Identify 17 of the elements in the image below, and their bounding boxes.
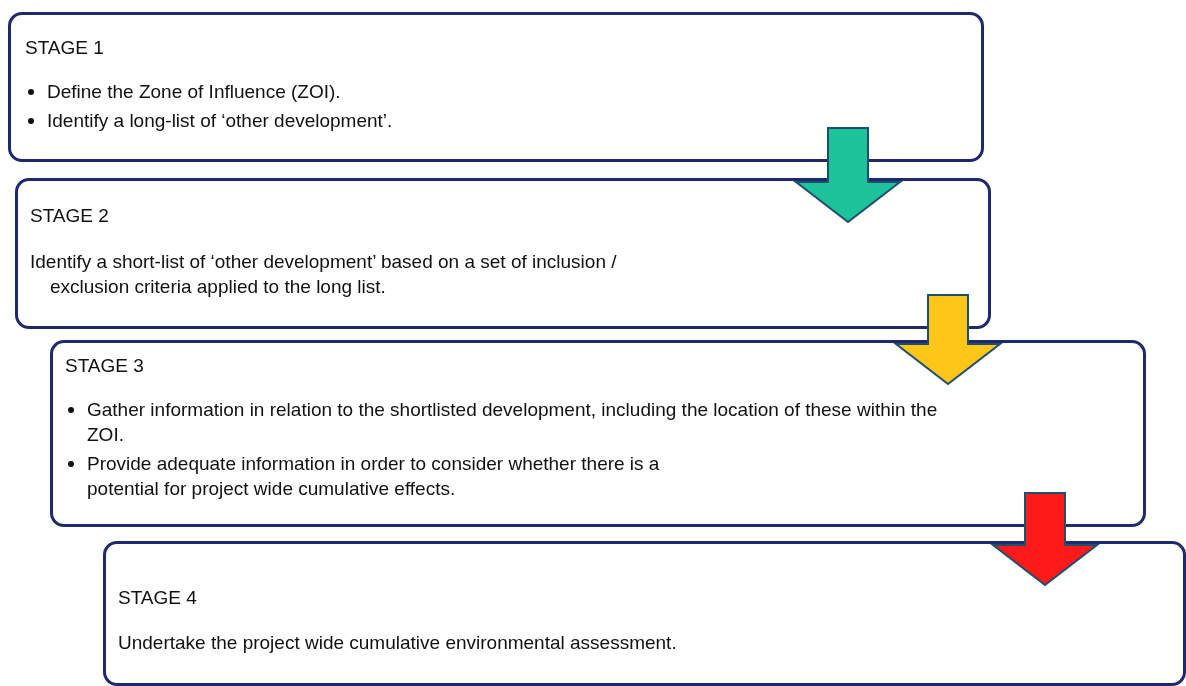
bullet-text: Define the Zone of Influence (ZOI). [47, 81, 341, 102]
stage-heading: STAGE 3 [65, 355, 144, 377]
stage-description: Identify a short-list of ‘other development’ based on a set of inclusion / exclusion criteria applied to the long list. [30, 250, 618, 299]
stage-heading: STAGE 4 [118, 587, 197, 609]
stage-box [8, 12, 984, 162]
bullet-text: Provide adequate information in order to consider whether there is a potential for project wide cumulative effects. [87, 453, 660, 499]
stage-description: Undertake the project wide cumulative environmental assessment. [118, 631, 678, 655]
bullet-text: Identify a long-list of ‘other development’. [47, 110, 393, 131]
block-arrow [793, 127, 903, 224]
bullet-text: Gather information in relation to the shortlisted development, including the location of these within the ZOI. [87, 399, 938, 445]
stage-box [15, 178, 991, 329]
block-arrow [990, 492, 1100, 587]
stage-box [103, 541, 1186, 686]
block-arrow [893, 294, 1003, 386]
stage-heading: STAGE 1 [25, 37, 104, 59]
stage-box [50, 340, 1146, 527]
stage-heading: STAGE 2 [30, 205, 109, 227]
